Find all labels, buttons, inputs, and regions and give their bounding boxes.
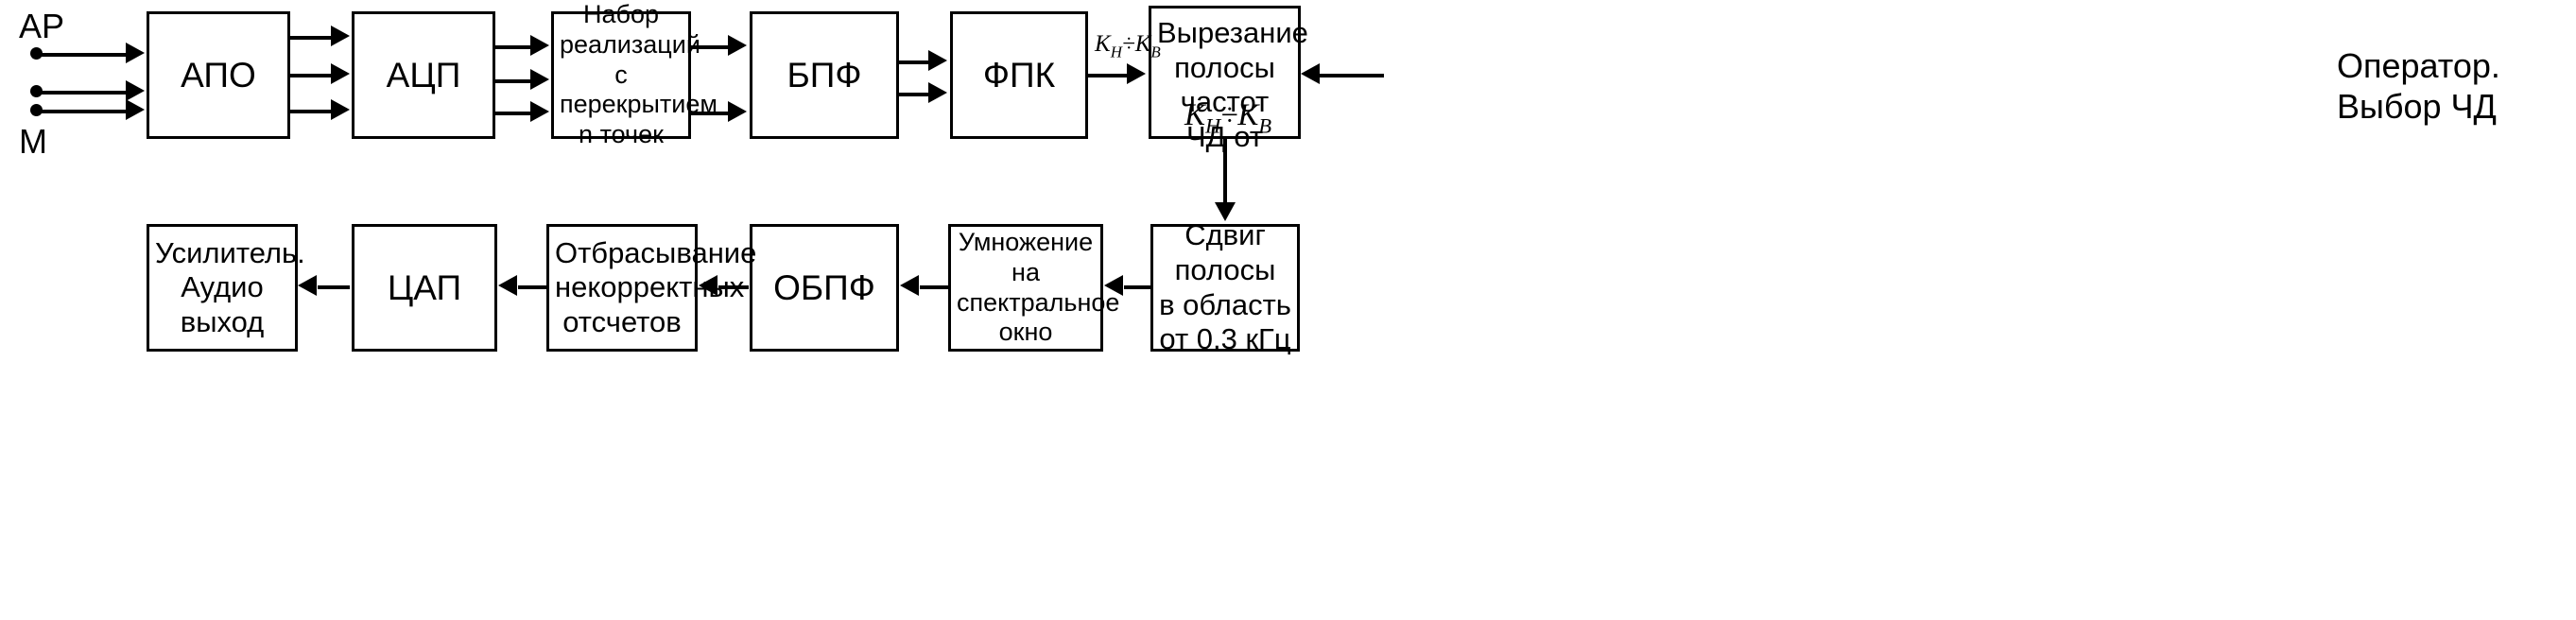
block-fpk-label: ФПК (982, 55, 1056, 95)
block-sdvig-polosy-label: Сдвиг полосы в область от 0.3 кГц (1159, 218, 1291, 356)
block-usilitel-audio-label: Усилитель. Аудио выход (155, 235, 305, 338)
conn-apo-acp-arrow-3 (331, 99, 350, 120)
block-bpf-label: БПФ (787, 55, 862, 95)
conn-sdvig-umnozhenie-line (1124, 285, 1152, 289)
conn-acp-nabor-line-2 (495, 79, 531, 83)
conn-nabor-bpf-arrow-2 (728, 101, 747, 122)
block-cap[interactable]: ЦАП (352, 224, 497, 352)
conn-cap-usilitel-line (318, 285, 350, 289)
conn-fpk-vyrezanie-arrow (1127, 63, 1146, 84)
block-otbrasyvanie-label: Отбрасывание некорректных отсчетов (555, 235, 757, 338)
block-nabor-realizaciy-label: Набор реализаций с перекрытием n точек (560, 0, 717, 149)
conn-apo-acp-arrow-1 (331, 26, 350, 46)
block-umnozhenie-okno[interactable]: Умножение на спектральное окно (948, 224, 1120, 352)
conn-bpf-fpk-arrow-2 (928, 82, 947, 103)
block-vyrezanie-polosy[interactable]: Вырезание полосы частот ЧД от (1149, 6, 1308, 153)
conn-acp-nabor-line-1 (495, 45, 531, 49)
conn-obpf-otbrasyvanie-line (718, 285, 749, 289)
conn-apo-acp-line-3 (290, 110, 332, 113)
input-line-2 (36, 91, 127, 95)
conn-nabor-bpf-arrow-1 (728, 35, 747, 56)
formula-base-2: K (1237, 98, 1259, 132)
conn-fpk-vyrezanie-line (1088, 74, 1128, 78)
conn-umnozhenie-obpf-line (920, 285, 950, 289)
formula-operator: ÷ (1220, 98, 1238, 132)
input-arrowhead-2 (126, 80, 145, 101)
signal-sub-2: В (1150, 43, 1161, 61)
conn-nabor-bpf-line-2 (691, 112, 729, 115)
block-otbrasyvanie[interactable]: Отбрасывание некорректных отсчетов (546, 224, 757, 352)
conn-otbrasyvanie-cap-line (518, 285, 546, 289)
conn-vyrezanie-sdvig-line (1223, 139, 1227, 215)
conn-umnozhenie-obpf-arrow (900, 275, 919, 296)
conn-apo-acp-line-1 (290, 36, 332, 40)
input-line-1 (36, 53, 127, 57)
conn-obpf-otbrasyvanie-arrow (699, 275, 717, 296)
input-arrowhead-1 (126, 43, 145, 63)
input-arrowhead-3 (126, 99, 145, 120)
formula-sub-2: В (1258, 113, 1272, 138)
block-bpf[interactable]: БПФ (750, 11, 899, 139)
conn-bpf-fpk-line-1 (899, 60, 929, 64)
conn-bpf-fpk-arrow-1 (928, 50, 947, 71)
conn-operator-vyrezanie-arrow (1301, 63, 1320, 84)
block-obpf-label: ОБПФ (773, 267, 875, 307)
block-nabor-realizaciy[interactable]: Набор реализаций с перекрытием n точек (551, 0, 717, 148)
block-apo-label: АПО (181, 55, 256, 95)
conn-apo-acp-line-2 (290, 74, 332, 78)
formula-sub-1: Н (1205, 113, 1221, 138)
block-fpk[interactable]: ФПК (950, 11, 1088, 139)
signal-sub-1: Н (1110, 43, 1122, 61)
block-cap-label: ЦАП (387, 267, 462, 307)
label-kn-kv-signal: KН÷KВ (1095, 31, 1161, 61)
formula-kn-kv-in-block: KН÷KВ (1184, 98, 1271, 139)
block-sdvig-polosy[interactable]: Сдвиг полосы в область от 0.3 кГц (1150, 218, 1300, 355)
block-vyrezanie-polosy-label: Вырезание полосы частот ЧД от (1157, 16, 1308, 153)
signal-base-2: K (1134, 31, 1151, 57)
conn-sdvig-umnozhenie-arrow (1104, 275, 1123, 296)
block-umnozhenie-okno-label: Умножение на спектральное окно (957, 227, 1120, 347)
signal-operator: ÷ (1121, 31, 1135, 57)
conn-cap-usilitel-arrow (298, 275, 317, 296)
conn-acp-nabor-arrow-3 (530, 101, 549, 122)
label-antenna-array: АР (19, 7, 65, 45)
label-operator-select: Оператор. Выбор ЧД (2337, 46, 2500, 127)
signal-base-1: K (1095, 31, 1111, 57)
conn-vyrezanie-sdvig-arrow (1215, 202, 1236, 221)
conn-nabor-bpf-line-1 (691, 45, 729, 49)
conn-operator-vyrezanie-line (1318, 74, 1384, 78)
block-apo[interactable]: АПО (147, 11, 290, 139)
conn-acp-nabor-arrow-1 (530, 35, 549, 56)
conn-bpf-fpk-line-2 (899, 93, 929, 96)
block-obpf[interactable]: ОБПФ (750, 224, 899, 352)
block-acp-label: АЦП (386, 55, 461, 95)
label-microphone: М (19, 122, 47, 161)
block-acp[interactable]: АЦП (352, 11, 495, 139)
conn-otbrasyvanie-cap-arrow (498, 275, 517, 296)
conn-acp-nabor-line-3 (495, 112, 531, 115)
conn-acp-nabor-arrow-2 (530, 69, 549, 90)
conn-apo-acp-arrow-2 (331, 63, 350, 84)
formula-base-1: K (1184, 98, 1206, 132)
input-line-3 (36, 110, 127, 113)
block-usilitel-audio[interactable]: Усилитель. Аудио выход (147, 224, 305, 352)
